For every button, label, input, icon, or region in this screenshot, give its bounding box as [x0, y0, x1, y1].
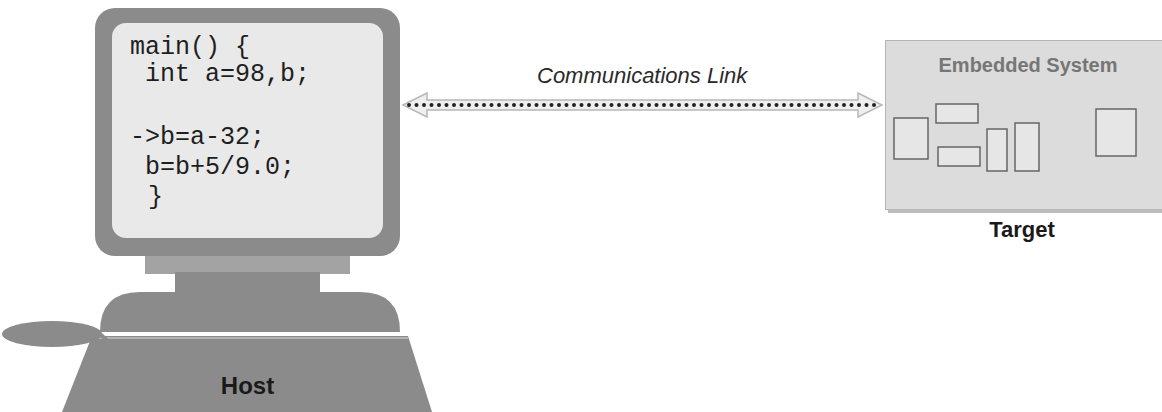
link-label: Communications Link [534, 63, 750, 89]
box-title: Embedded System [886, 53, 1162, 77]
chip [938, 147, 980, 166]
monitor-screen: main() {int a=98,b; ->b=a-32;b=b+5/9.0;} [112, 23, 383, 238]
host-monitor: main() {int a=98,b;->b=a-32;b=b+5/9.0;}H… [95, 8, 400, 256]
keyboard-base [62, 336, 432, 412]
chip [987, 129, 1007, 171]
code-line: ->b=a-32; [130, 124, 265, 152]
chip [1096, 109, 1136, 156]
monitor-stand [175, 272, 320, 294]
code-line: int a=98,b; [145, 61, 310, 89]
base-edge [92, 337, 408, 339]
code-line: main() { [130, 34, 250, 62]
link-arrow [403, 93, 882, 117]
chip [936, 104, 978, 123]
embedded-system-box: Embedded SystemTarget [885, 40, 1162, 210]
computer-case [100, 292, 400, 332]
target-label: Target [886, 217, 1158, 243]
arrow-band [403, 93, 882, 117]
dotted-link [409, 103, 876, 107]
chip [1015, 123, 1039, 171]
code-line: } [148, 184, 163, 212]
monitor-neck [145, 254, 350, 274]
mouse [2, 321, 102, 347]
host-label: Host [95, 372, 400, 400]
chip [894, 118, 928, 159]
code-line: b=b+5/9.0; [145, 154, 295, 182]
mouse-cable [100, 334, 112, 345]
